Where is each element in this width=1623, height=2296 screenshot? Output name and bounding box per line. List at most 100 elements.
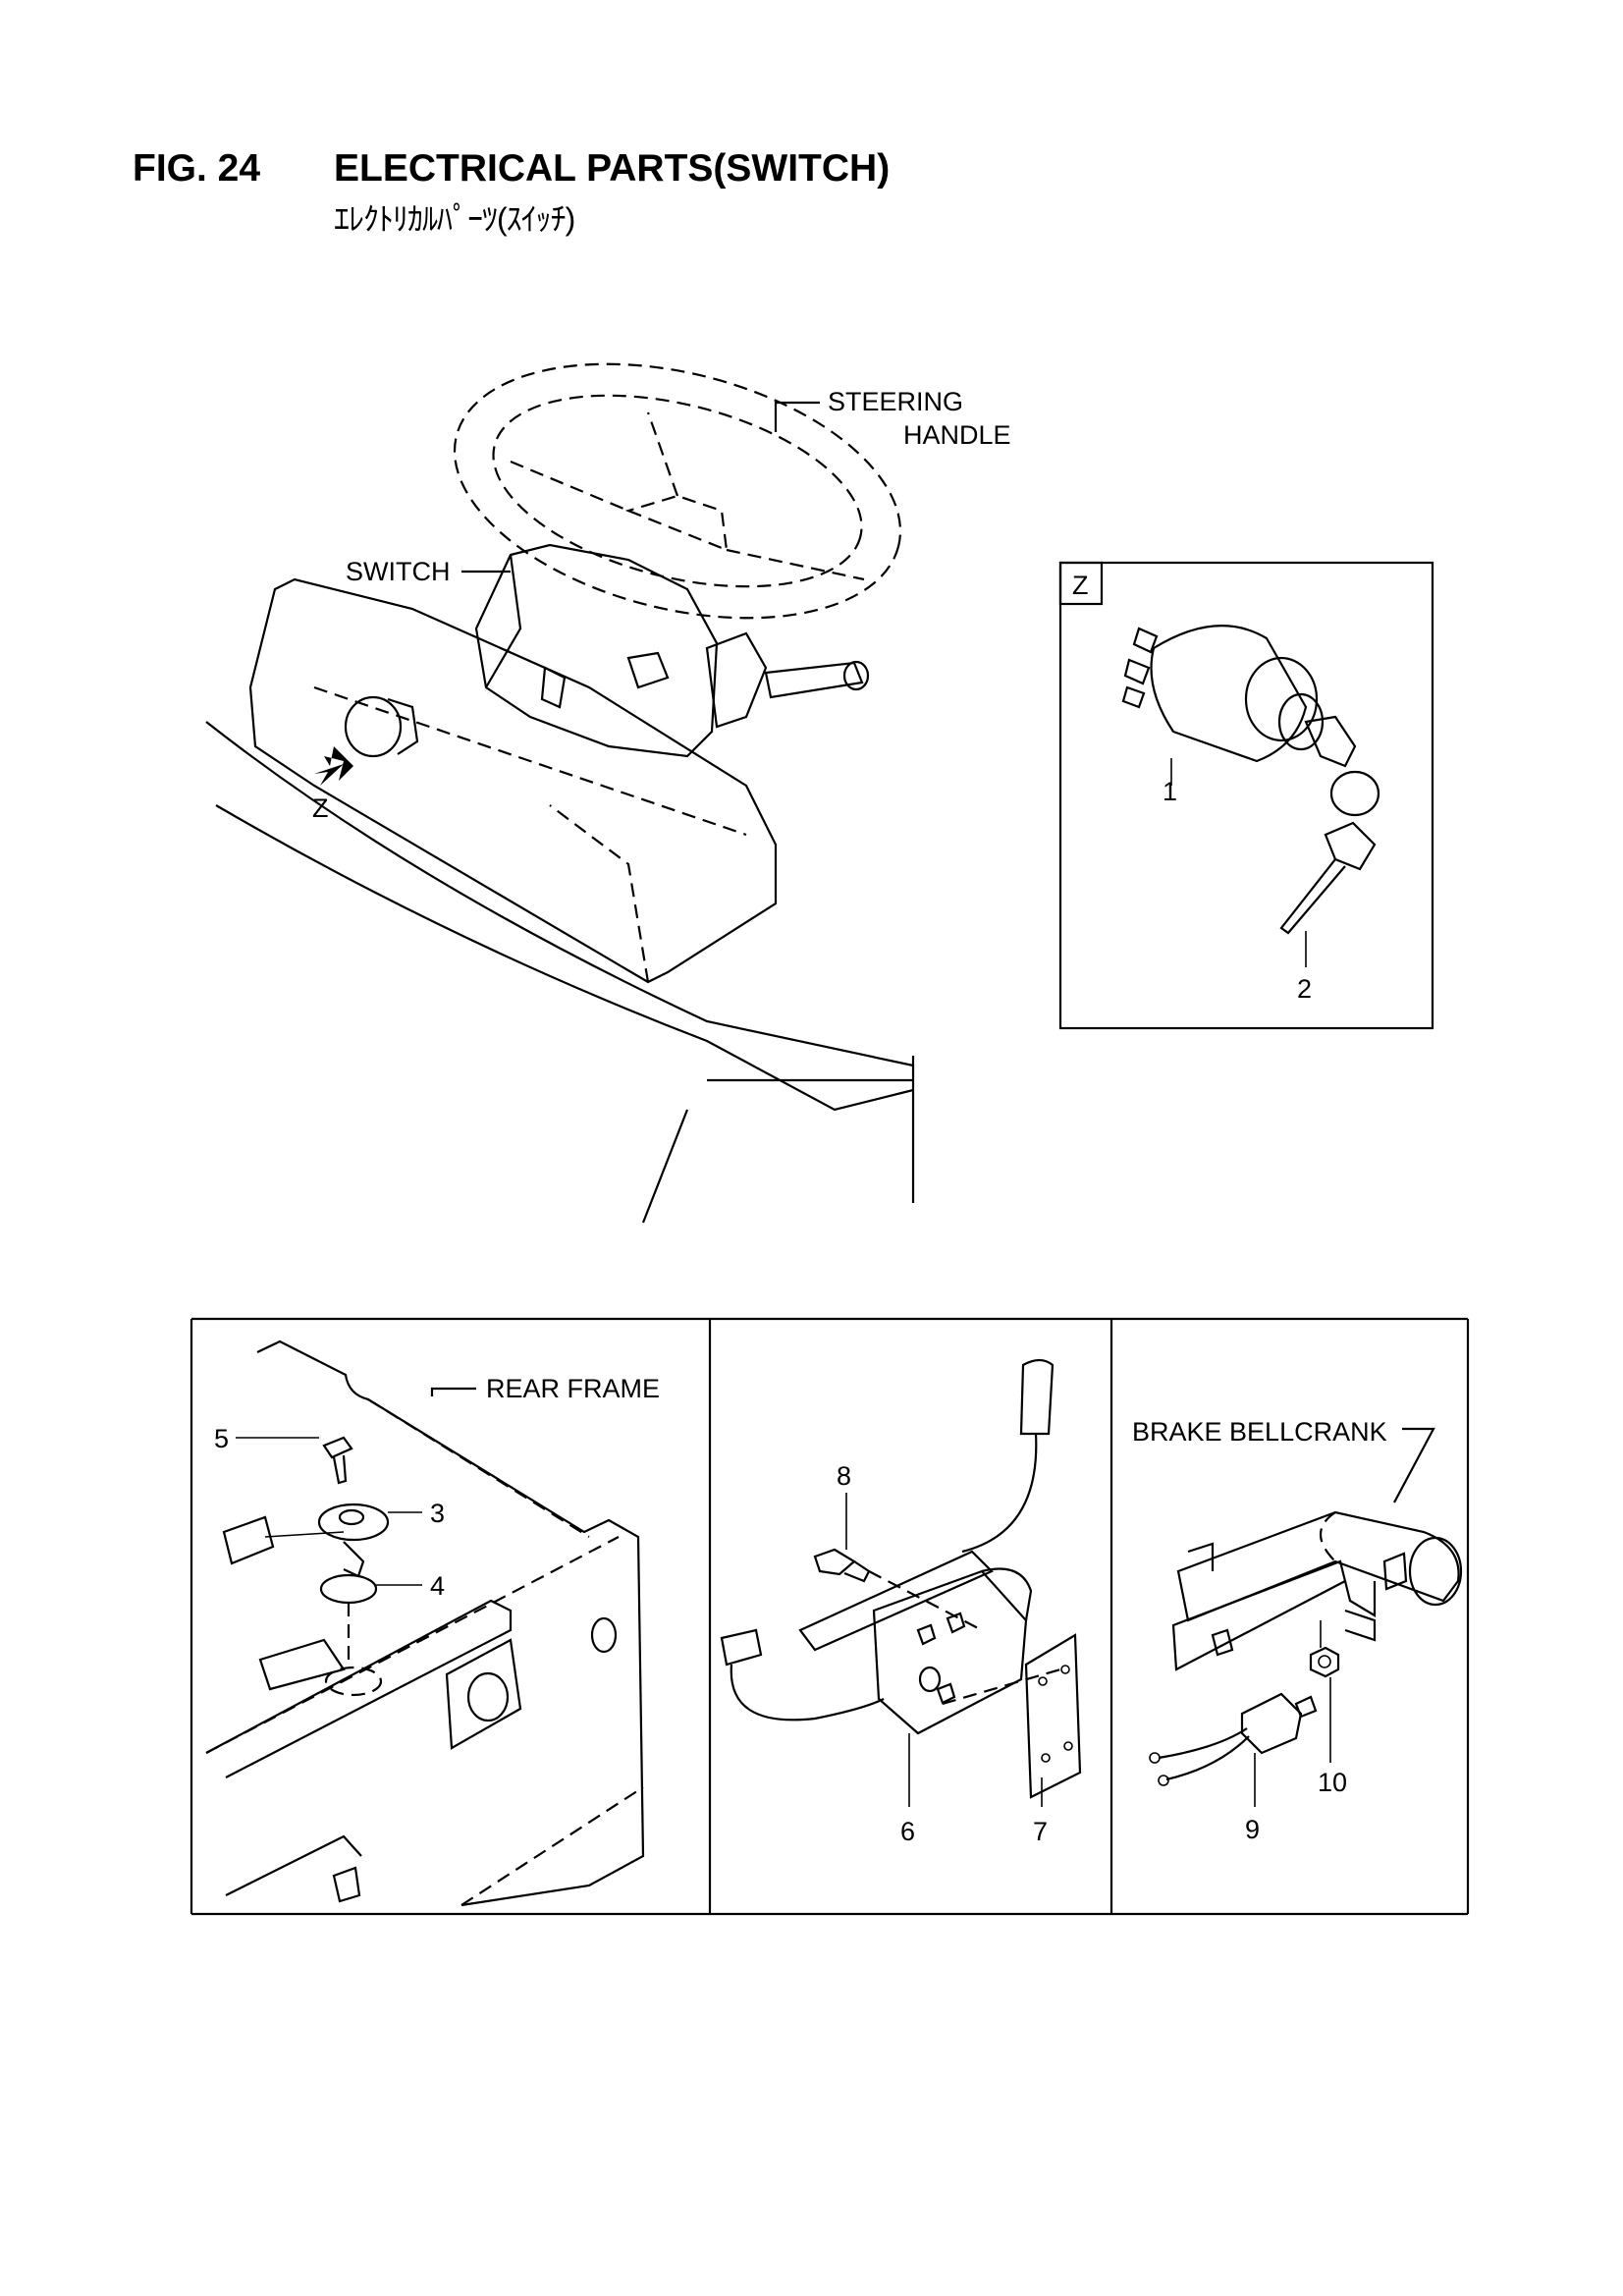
column-slot-right xyxy=(626,651,670,689)
callout-5: 5 xyxy=(214,1424,229,1453)
column-housing-edge xyxy=(485,554,522,688)
column-slot-left xyxy=(540,666,567,709)
body-line-upper xyxy=(205,721,914,1067)
screw-head xyxy=(322,1436,353,1459)
panel-center: 8 6 7 xyxy=(720,1358,1082,1846)
combination-switch-lever xyxy=(764,661,864,699)
gasket xyxy=(319,1573,378,1605)
switch-body xyxy=(872,1569,1028,1735)
rear-frame-label: REAR FRAME xyxy=(486,1374,660,1403)
screw-shank xyxy=(332,1454,348,1485)
stop-lamp-switch xyxy=(1240,1692,1303,1755)
lock-nut-hole xyxy=(1318,1655,1331,1668)
rear-frame-ledge xyxy=(205,1599,513,1778)
wire-terminal-2 xyxy=(1158,1775,1169,1786)
rear-frame-outline xyxy=(256,1339,645,1907)
key-switch-bezel xyxy=(387,697,419,755)
callout-2: 2 xyxy=(1297,974,1312,1004)
rear-frame-boss xyxy=(445,1638,522,1750)
switch-plunger xyxy=(918,1666,942,1693)
detail-z-tag-box xyxy=(1058,561,1104,606)
callout-6: 6 xyxy=(900,1817,915,1846)
stud-1 xyxy=(916,1623,937,1646)
bottom-panels xyxy=(189,1317,1470,1916)
switch-label: SWITCH xyxy=(346,557,450,586)
combination-switch-body xyxy=(705,631,768,729)
sensor-cable xyxy=(961,1433,1038,1554)
spare-key-blade xyxy=(1279,858,1346,935)
inserted-key xyxy=(1304,715,1357,768)
rear-frame-bracket xyxy=(258,1638,346,1691)
rear-frame-lower-rail xyxy=(225,1834,362,1896)
steering-leader xyxy=(774,401,820,432)
steering-overview: STEERING HANDLE SWITCH Z xyxy=(205,362,1011,1224)
key-switch-body xyxy=(1150,625,1308,763)
key-switch-face xyxy=(1244,656,1319,742)
callout-7: 7 xyxy=(1033,1817,1048,1846)
steering-label-line2: HANDLE xyxy=(903,420,1011,450)
callout-10: 10 xyxy=(1318,1768,1347,1797)
detail-z: Z 1 2 xyxy=(1058,561,1434,1030)
plate-hole-1 xyxy=(1038,1676,1048,1686)
plate-hole-4 xyxy=(1063,1741,1073,1751)
switch-wires xyxy=(1158,1727,1250,1781)
body-line-leg xyxy=(641,1109,689,1224)
terminal-2 xyxy=(1123,658,1151,685)
stud-2 xyxy=(946,1612,966,1634)
column-housing xyxy=(474,543,719,758)
terminal-3 xyxy=(1121,685,1146,709)
callout-9: 9 xyxy=(1245,1815,1260,1844)
steering-label-line1: STEERING xyxy=(828,387,963,416)
bolt-shank xyxy=(843,1560,871,1583)
panel-brake: BRAKE BELLCRANK 9 10 xyxy=(1132,1417,1463,1844)
bellcrank-tab xyxy=(1211,1628,1234,1657)
connector xyxy=(720,1628,763,1667)
stop-lamp-switch-tip xyxy=(1294,1695,1318,1719)
fuel-sender-flange xyxy=(317,1503,390,1542)
bellcrank-tube-hidden xyxy=(1320,1511,1336,1562)
key-ring xyxy=(1329,770,1380,817)
callout-1: 1 xyxy=(1163,777,1177,806)
bellcrank-lug xyxy=(1343,1580,1377,1617)
sensor-tip xyxy=(1019,1358,1055,1436)
bellcrank-arm xyxy=(1171,1559,1347,1671)
bellcrank-tube xyxy=(1176,1510,1460,1622)
steering-hub xyxy=(624,494,729,552)
bellcrank-stop xyxy=(1382,1552,1408,1591)
callout-8: 8 xyxy=(837,1461,851,1491)
fuel-sender-tube xyxy=(343,1541,365,1578)
figure-number: FIG. 24 xyxy=(133,147,261,190)
steering-wheel-outer xyxy=(453,362,902,620)
callout-4: 4 xyxy=(430,1571,445,1601)
bellcrank-tube-end xyxy=(1408,1536,1463,1607)
rear-frame-boss-hole xyxy=(466,1671,510,1722)
bellcrank-bracket xyxy=(1187,1542,1215,1571)
view-marker-z: Z xyxy=(312,793,329,823)
rear-frame-hidden xyxy=(205,1398,644,1906)
figure-title: ELECTRICAL PARTS(SWITCH) xyxy=(334,147,891,190)
brake-bellcrank-label: BRAKE BELLCRANK xyxy=(1132,1417,1387,1447)
bellcrank-leader xyxy=(1393,1427,1435,1503)
fuel-float-arm xyxy=(264,1531,345,1538)
steering-wheel-inner xyxy=(492,394,863,588)
panel-rear-frame: 5 3 4 REAR FRAME xyxy=(205,1339,660,1907)
bolt-head xyxy=(813,1548,856,1576)
detail-z-frame xyxy=(1058,561,1434,1030)
switch-barrel xyxy=(981,1567,1033,1621)
lever-tip xyxy=(842,660,870,691)
plate-hole-2 xyxy=(1060,1665,1070,1674)
dash-panel-hidden-edge xyxy=(313,685,747,837)
spare-key-head xyxy=(1324,821,1377,871)
view-arrow xyxy=(324,746,353,781)
detail-z-tag: Z xyxy=(1072,571,1089,600)
dash-panel-hidden-back xyxy=(549,804,650,983)
rear-frame-clip xyxy=(332,1866,361,1903)
mounting-hole xyxy=(324,1666,383,1697)
mount-bar xyxy=(798,1550,994,1652)
rear-frame-leader xyxy=(430,1387,476,1396)
view-arrow-tail xyxy=(314,764,344,786)
dash-panel xyxy=(248,577,778,984)
body-line-lower xyxy=(215,804,914,1112)
steering-spokes xyxy=(510,411,865,581)
